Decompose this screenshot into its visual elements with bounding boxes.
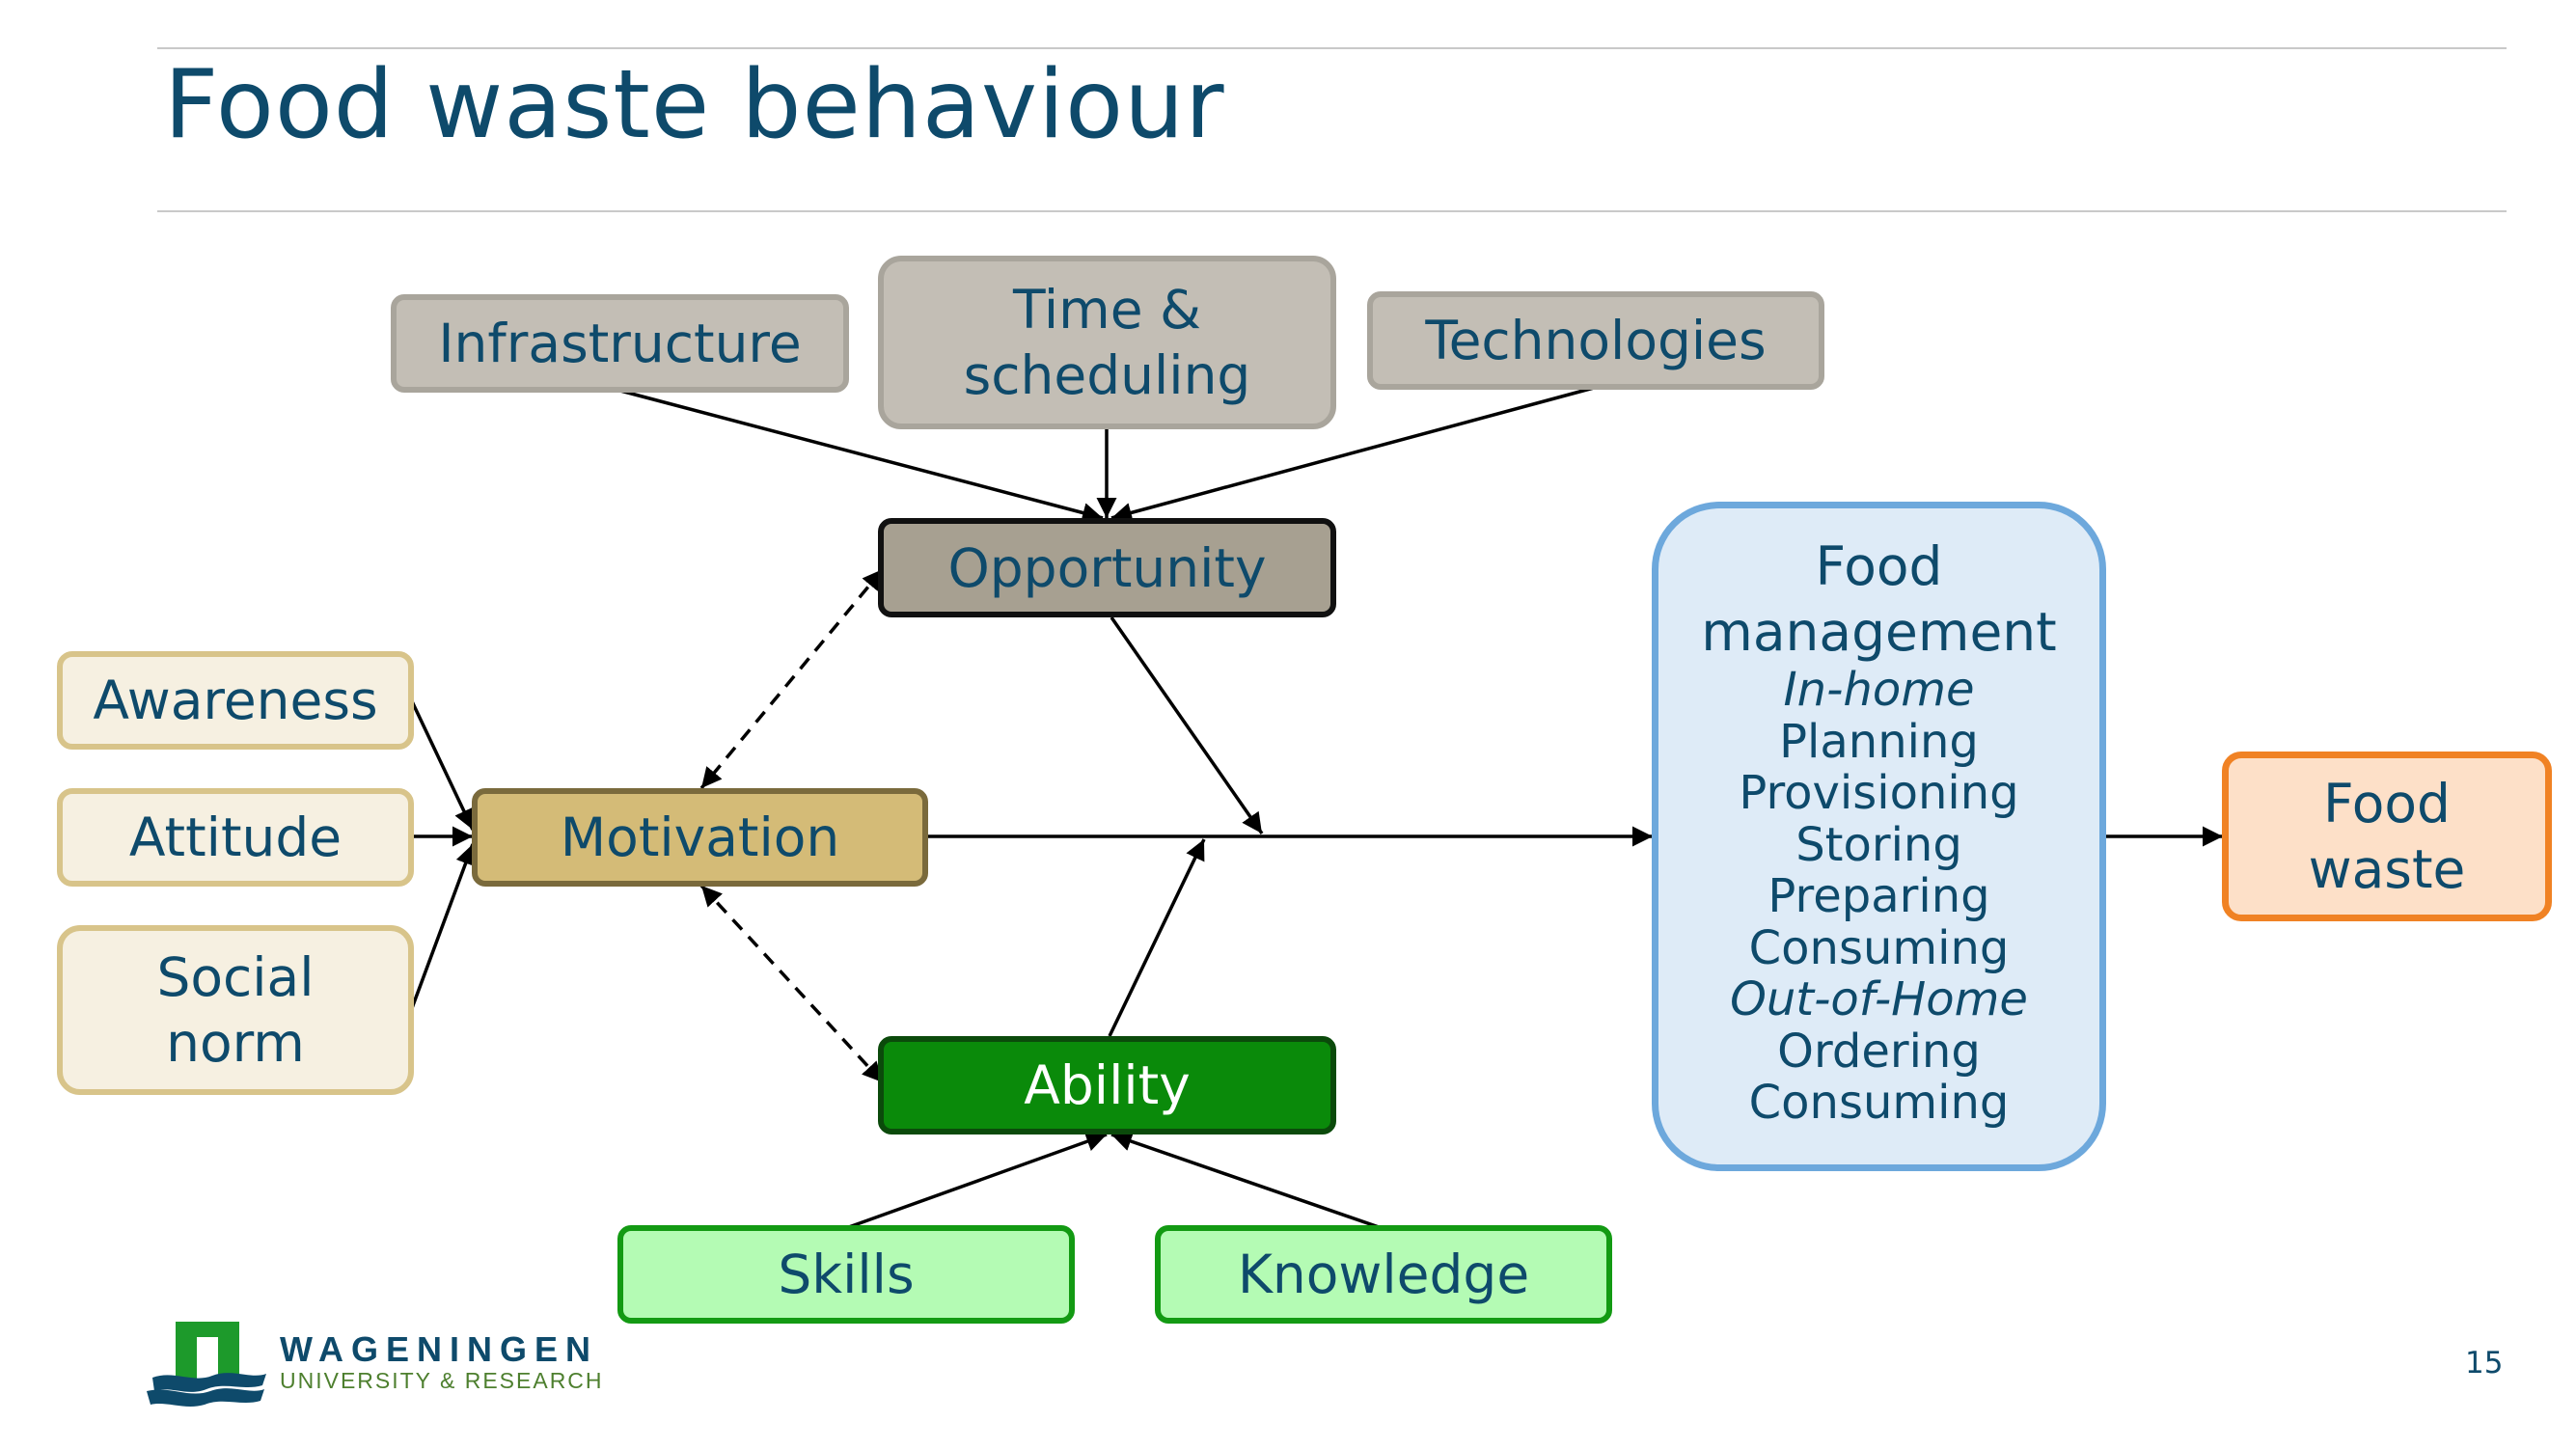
ability-box: Ability	[878, 1036, 1336, 1135]
food-management-item: Storing	[1795, 817, 1962, 872]
knowledge-box: Knowledge	[1155, 1225, 1612, 1324]
food-management-item: Consuming	[1748, 1076, 2010, 1130]
awareness-box: Awareness	[57, 651, 414, 750]
social-norm-label-line1: Social	[156, 946, 315, 1008]
food-management-item: Planning	[1779, 714, 1979, 769]
arrow-awareness-motivation	[410, 700, 475, 831]
dashed-opportunity-motivation	[699, 567, 885, 790]
title-underline-rule	[157, 210, 2507, 212]
technologies-label: Technologies	[1425, 310, 1767, 371]
food-waste-box: Food waste	[2222, 752, 2552, 921]
infrastructure-box: Infrastructure	[391, 294, 849, 393]
arrow-opportunity-moderation	[1110, 615, 1264, 835]
knowledge-label: Knowledge	[1237, 1244, 1530, 1305]
motivation-box: Motivation	[472, 788, 928, 887]
in-home-heading: In-home	[1783, 663, 1975, 717]
logo-wordmark: WAGENINGEN	[280, 1329, 599, 1369]
arrow-knowledge-ability	[1110, 1131, 1383, 1230]
awareness-label: Awareness	[93, 670, 378, 731]
time-scheduling-label-line1: Time &	[1013, 279, 1201, 341]
opportunity-box: Opportunity	[878, 518, 1336, 617]
time-scheduling-label-line2: scheduling	[963, 344, 1251, 406]
social-norm-label-line2: norm	[166, 1012, 305, 1074]
wageningen-logo-mark	[147, 1322, 266, 1407]
top-rule	[157, 47, 2507, 49]
dashed-motivation-ability	[699, 884, 885, 1084]
arrow-technologies-opportunity	[1110, 386, 1595, 523]
food-management-title-line1: Food	[1815, 535, 1943, 597]
food-management-item: Ordering	[1777, 1024, 1981, 1079]
skills-label: Skills	[778, 1244, 915, 1305]
arrow-skills-ability	[845, 1132, 1108, 1230]
ability-label: Ability	[1024, 1054, 1191, 1116]
social-norm-box: Social norm	[57, 925, 414, 1095]
out-of-home-heading: Out-of-Home	[1730, 972, 2028, 1026]
food-management-item: Preparing	[1768, 869, 1990, 923]
page-number: 15	[2465, 1346, 2504, 1381]
food-management-item: Provisioning	[1739, 766, 2019, 820]
food-waste-label-line2: waste	[2308, 838, 2466, 900]
skills-box: Skills	[617, 1225, 1075, 1324]
page-title: Food waste behaviour	[164, 50, 1225, 160]
time-scheduling-box: Time & scheduling	[878, 256, 1336, 429]
technologies-box: Technologies	[1367, 291, 1824, 390]
attitude-box: Attitude	[57, 788, 414, 887]
arrow-infrastructure-opportunity	[619, 389, 1104, 523]
food-management-title-line2: management	[1701, 601, 2057, 663]
opportunity-label: Opportunity	[947, 536, 1267, 599]
arrow-socialnorm-motivation	[410, 843, 476, 1009]
infrastructure-label: Infrastructure	[438, 313, 802, 374]
food-management-box: Food management In-home Planning Provisi…	[1652, 502, 2106, 1171]
logo-subtitle: UNIVERSITY & RESEARCH	[280, 1368, 604, 1393]
attitude-label: Attitude	[128, 807, 343, 868]
food-management-item: Consuming	[1748, 920, 2010, 975]
motivation-label: Motivation	[560, 807, 840, 868]
food-waste-label-line1: Food	[2323, 773, 2451, 834]
arrow-ability-moderation	[1108, 838, 1206, 1037]
